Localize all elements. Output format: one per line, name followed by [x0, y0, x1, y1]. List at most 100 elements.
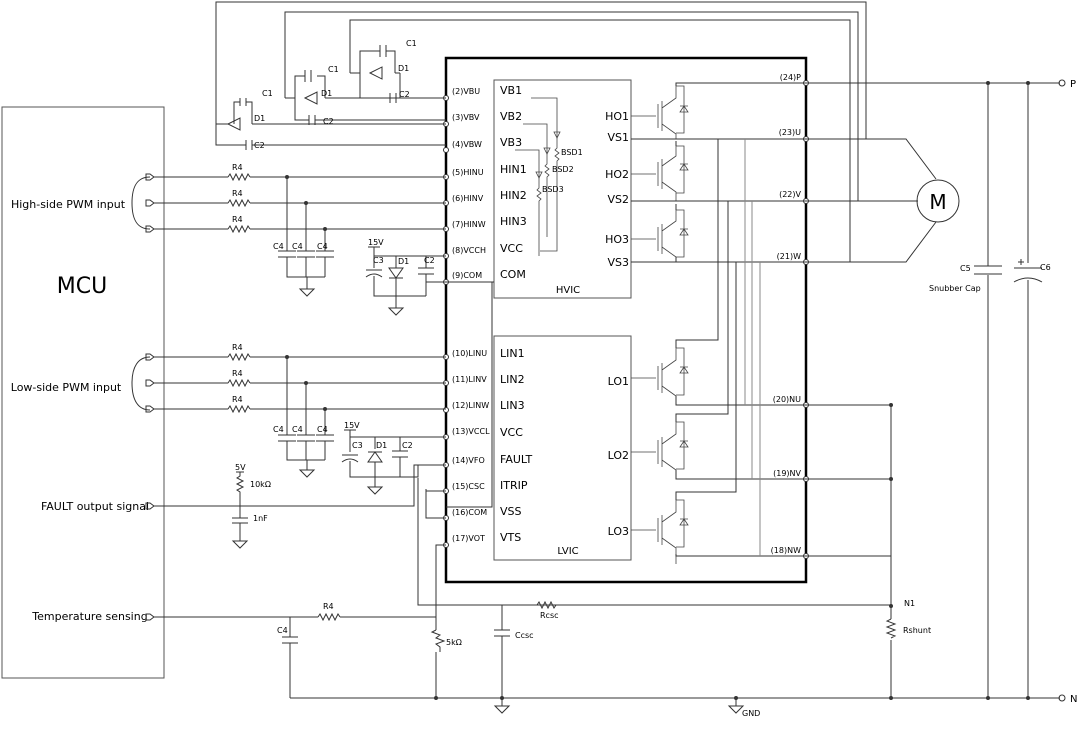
snubber-capacitor	[974, 265, 1002, 275]
lvic-block: LVIC LIN1 LIN2 LIN3 VCC FAULT ITRIP VSS …	[493, 335, 632, 561]
c4-label-h3: C4	[317, 242, 328, 251]
com-wiring	[417, 281, 891, 714]
low-side-pwm-label: Low-side PWM input	[11, 381, 122, 394]
vccl-supply	[341, 429, 446, 495]
low-side-bracket	[131, 356, 151, 411]
hvic-outline	[493, 79, 632, 299]
ccsc-label: Ccsc	[515, 631, 534, 640]
pin-3-vbv: (3)VBV	[452, 113, 480, 122]
terminal-n	[1058, 694, 1066, 702]
rshunt-resistor	[885, 618, 897, 639]
hvic-pin-vb2: VB2	[500, 110, 522, 123]
c1nf-label: 1nF	[253, 514, 268, 523]
hvic-pin-vs2: VS2	[607, 193, 629, 206]
pin-7-hinw: (7)HINW	[452, 220, 486, 229]
lvic-pin-lin1: LIN1	[500, 347, 525, 360]
gnd-label: GND	[742, 709, 760, 718]
bsd-diodes	[515, 97, 561, 256]
v5-label: 5V	[235, 463, 246, 472]
snubber-cap-label: Snubber Cap	[929, 284, 981, 293]
c6-label: C6	[1040, 263, 1051, 272]
d1-label-3: D1	[398, 64, 409, 73]
pin-23-u: (23)U	[779, 128, 801, 137]
bootstrap-labels: C1 D1 C2 C1 D1 C2 C1 D1 C2	[254, 39, 417, 150]
hvic-pin-ho1: HO1	[605, 110, 629, 123]
c2-label-l: C2	[402, 441, 413, 450]
c4-label-l1: C4	[273, 425, 284, 434]
pin-15-csc: (15)CSC	[452, 482, 485, 491]
r4-label-linv: R4	[232, 369, 243, 378]
high-side-pwm-label: High-side PWM input	[11, 198, 126, 211]
low-side-inputs	[164, 352, 446, 478]
c3-label-h: C3	[373, 256, 384, 265]
igbt-w-high	[631, 209, 689, 262]
pin-9-com: (9)COM	[452, 271, 482, 280]
pin-17-vot: (17)VOT	[452, 534, 485, 543]
bsd2-label: BSD2	[552, 165, 574, 174]
r4-label-hinu: R4	[232, 163, 243, 172]
mcu-outline	[1, 106, 165, 679]
hvic-pin-hin3: HIN3	[500, 215, 527, 228]
pin-2-vbu: (2)VBU	[452, 87, 480, 96]
hvic-pin-vb1: VB1	[500, 84, 522, 97]
c2-label-3: C2	[399, 90, 410, 99]
pin-19-nv: (19)NV	[773, 469, 801, 478]
r4-label-hinv: R4	[232, 189, 243, 198]
r4-label-hinw: R4	[232, 215, 243, 224]
hvic-pin-hin2: HIN2	[500, 189, 527, 202]
d1-label-2: D1	[321, 89, 332, 98]
low-side-junctions	[285, 355, 327, 411]
mcu-title: MCU	[57, 274, 107, 299]
high-side-inputs	[164, 172, 446, 297]
bootstrap-wiring	[215, 1, 867, 262]
hvic-title: HVIC	[556, 285, 580, 296]
pin-22-v: (22)V	[779, 190, 801, 199]
igbt-low-side	[631, 347, 689, 564]
pin-14-vfo: (14)VFO	[452, 456, 485, 465]
c4-label-temp: C4	[277, 626, 288, 635]
vcch-supply	[365, 246, 446, 316]
bsd3-label: BSD3	[542, 185, 564, 194]
r4-label-linw: R4	[232, 395, 243, 404]
hvic-pin-vs1: VS1	[607, 131, 629, 144]
temperature-sensing-label: Temperature sensing	[31, 610, 147, 623]
pin-11-linv: (11)LINV	[452, 375, 487, 384]
mcu-block: MCU High-side PWM input Low-side PWM inp…	[1, 106, 165, 679]
r10k-label: 10kΩ	[250, 480, 271, 489]
bulk-capacitor	[1013, 259, 1043, 283]
c4-label-h2: C4	[292, 242, 303, 251]
lvic-title: LVIC	[557, 546, 578, 557]
pin-21-w: (21)W	[777, 252, 801, 261]
lvic-pin-lo3: LO3	[608, 525, 629, 538]
c2-label-1: C2	[254, 141, 265, 150]
rcsc-label: Rcsc	[540, 611, 559, 620]
d1-label-l: D1	[376, 441, 387, 450]
pin-13-vccl: (13)VCCL	[452, 427, 490, 436]
lvic-pin-lo2: LO2	[608, 449, 629, 462]
igbt-high-side	[631, 85, 689, 262]
pin-18-nw: (18)NW	[771, 546, 801, 555]
lvic-pin-itrip: ITRIP	[500, 479, 528, 492]
c4-label-h1: C4	[273, 242, 284, 251]
motor-label: M	[929, 190, 946, 214]
lvic-pin-fault: FAULT	[500, 453, 533, 466]
c1-label-1: C1	[262, 89, 273, 98]
bsd1-label: BSD1	[561, 148, 583, 157]
pin-16-com: (16)COM	[452, 508, 487, 517]
terminal-p	[1058, 79, 1066, 87]
pin-12-linw: (12)LINW	[452, 401, 489, 410]
junction-dots	[434, 81, 1030, 700]
igbt-u-low	[631, 347, 689, 405]
lvic-pin-vss: VSS	[500, 505, 522, 518]
igbt-v-low	[631, 421, 689, 479]
rshunt-label: Rshunt	[903, 626, 931, 635]
terminal-n-label: N	[1070, 694, 1077, 705]
igbt-w-low	[631, 499, 689, 564]
lvic-pin-lo1: LO1	[608, 375, 629, 388]
c2-label-h: C2	[424, 256, 435, 265]
pin-6-hinv: (6)HINV	[452, 194, 484, 203]
lvic-pin-vts: VTS	[500, 531, 521, 544]
temperature-network	[164, 612, 436, 698]
pin-10-linu: (10)LINU	[452, 349, 487, 358]
